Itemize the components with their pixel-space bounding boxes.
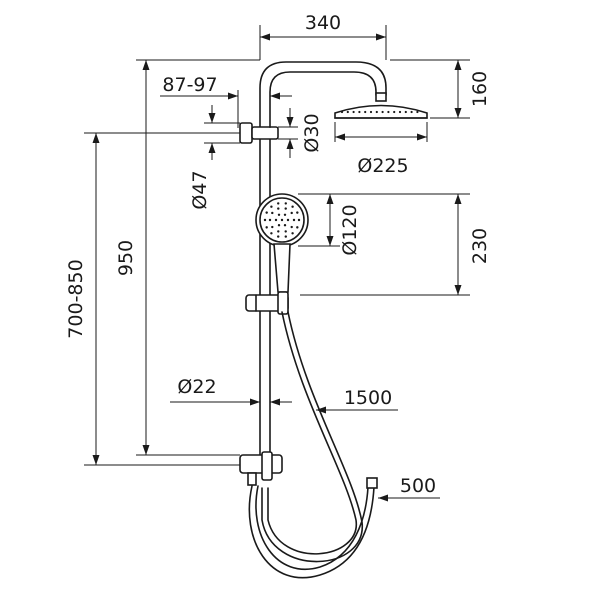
inlet-hose-nut (366, 477, 378, 489)
hand-nozzle (291, 205, 294, 208)
hand-nozzle (283, 223, 287, 227)
hand-shower-handle (273, 243, 291, 293)
diverter-outlet (247, 472, 257, 486)
dim-hand-to-slider: 230 (300, 193, 491, 296)
hand-nozzle (284, 202, 287, 205)
dim-head-diameter: Ø225 (334, 122, 428, 177)
dim-text-950: 950 (115, 240, 137, 276)
riser-pipe-inner (269, 71, 377, 456)
hand-nozzle (270, 232, 273, 235)
riser-pipe (259, 61, 387, 456)
hand-nozzle (284, 230, 287, 233)
wall-bracket (239, 122, 279, 144)
dim-inlet-hose-length: 500 (378, 475, 440, 502)
hand-shower-face (259, 197, 305, 243)
hand-nozzle (263, 218, 267, 222)
hand-nozzle (291, 232, 294, 235)
head-nozzle (410, 110, 413, 114)
head-nozzle (404, 110, 407, 114)
head-nozzle (346, 110, 349, 114)
bracket-arm (251, 126, 279, 140)
head-nozzle (369, 110, 373, 114)
hand-nozzle (271, 211, 274, 215)
diverter-body (239, 454, 283, 474)
head-nozzles (340, 110, 419, 114)
head-nozzle (364, 110, 367, 114)
head-nozzle (352, 110, 355, 114)
dim-wall-range: 700-850 (65, 132, 240, 466)
hand-nozzle (297, 218, 301, 222)
dim-text-230: 230 (469, 228, 491, 264)
head-nozzle (358, 110, 361, 114)
hand-nozzle (265, 211, 268, 214)
hand-nozzle (296, 226, 299, 229)
dim-text-340: 340 (305, 12, 341, 34)
hand-nozzle (277, 230, 280, 233)
dim-holder-diameter: Ø30 (278, 108, 323, 158)
dim-text-1500: 1500 (344, 387, 392, 409)
diverter-knob (261, 451, 273, 481)
bracket-rosette (239, 122, 253, 144)
dim-pipe-diameter: Ø22 (170, 376, 292, 406)
dim-text-87-97: 87-97 (162, 74, 217, 96)
hand-nozzle (296, 211, 299, 214)
dim-text-700-850: 700-850 (65, 259, 87, 338)
hand-nozzle (277, 207, 280, 210)
head-nozzle (340, 110, 344, 114)
dim-text-d30: Ø30 (301, 113, 323, 152)
hand-nozzle (277, 235, 280, 238)
hand-nozzle (274, 218, 278, 222)
overhead-shower-head (334, 104, 428, 119)
dim-holder-range: 87-97 (160, 74, 292, 128)
dim-bracket-diameter: Ø47 (189, 105, 240, 210)
hand-nozzle (270, 205, 273, 208)
inlet-hose (248, 485, 375, 579)
hand-nozzle (277, 202, 280, 205)
hand-nozzle (292, 218, 296, 222)
dim-total-height: 950 (115, 59, 260, 456)
dim-text-d22: Ø22 (177, 376, 216, 398)
head-nozzle (393, 110, 396, 114)
slider-clip (277, 291, 289, 315)
dim-text-160: 160 (469, 71, 491, 107)
hand-nozzle (284, 235, 287, 238)
shower-column (259, 61, 387, 456)
dim-hose-length: 1500 (316, 387, 398, 414)
shower-hose (267, 311, 357, 555)
hand-nozzle (290, 225, 293, 229)
head-top (334, 104, 428, 119)
dim-text-d47: Ø47 (189, 170, 211, 209)
hand-nozzle (277, 223, 281, 227)
inlet-hose-inner (255, 485, 369, 570)
head-nozzle (416, 110, 419, 114)
head-connector (375, 92, 387, 102)
hand-nozzle (286, 218, 290, 222)
head-nozzle (387, 110, 390, 114)
hand-nozzle (265, 226, 268, 229)
head-nozzle (381, 110, 384, 114)
dim-text-500: 500 (400, 475, 436, 497)
head-nozzle (398, 110, 402, 114)
dim-head-drop: 160 (390, 59, 491, 119)
hand-nozzle (283, 213, 287, 217)
hand-shower-nozzles (263, 202, 301, 238)
hand-nozzle (280, 218, 284, 222)
hand-nozzle (271, 225, 274, 229)
shower-hose-inner (261, 311, 363, 563)
hand-nozzle (268, 218, 272, 222)
slider-holder (245, 291, 289, 315)
dim-hand-shower-diameter: Ø120 (298, 193, 361, 256)
head-nozzle (375, 110, 378, 114)
diverter (239, 451, 283, 486)
hand-nozzle (277, 213, 281, 217)
dim-top-arm-width: 340 (259, 12, 387, 60)
hand-nozzle (290, 211, 293, 215)
hand-shower (255, 193, 309, 293)
dim-text-d225: Ø225 (357, 155, 408, 177)
hand-nozzle (284, 207, 287, 210)
dim-text-d120: Ø120 (339, 204, 361, 255)
